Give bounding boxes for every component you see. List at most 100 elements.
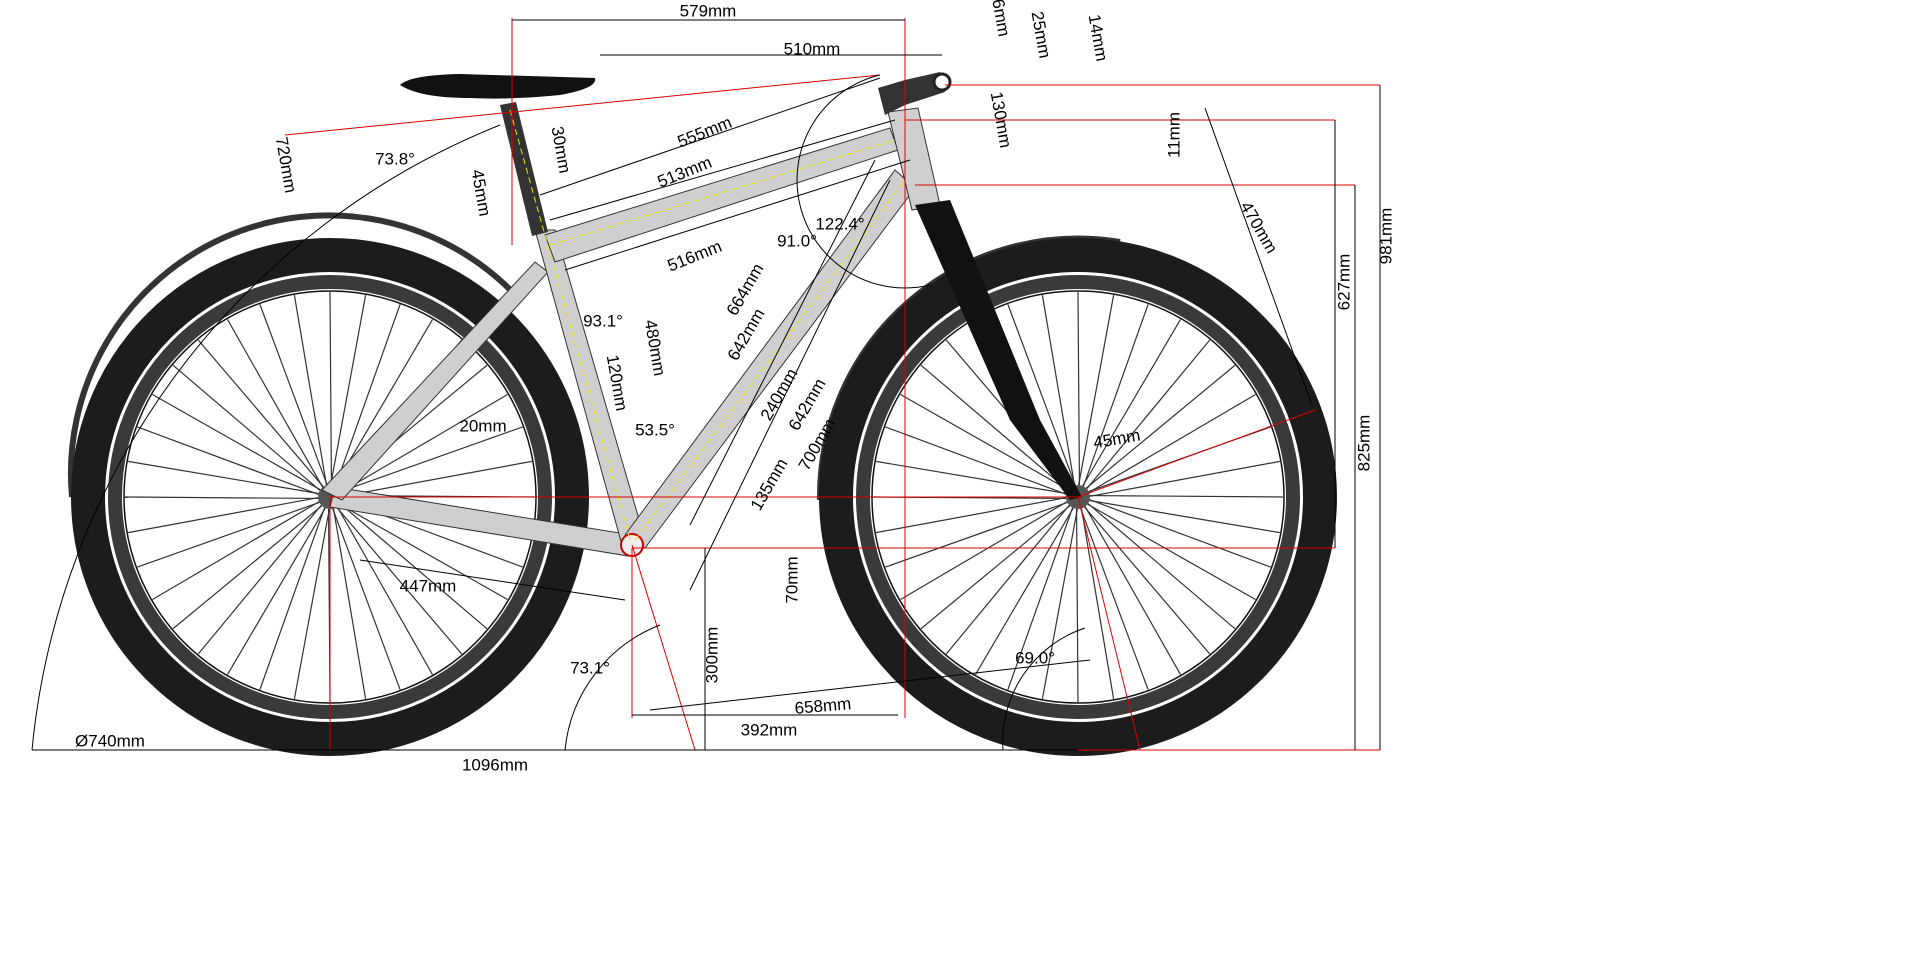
dimension-label: 73.8° — [375, 149, 415, 168]
spoke — [1041, 508, 1078, 699]
spoke — [339, 503, 488, 630]
dimension-label: 135mm — [747, 455, 792, 514]
spoke — [339, 503, 508, 601]
dimension-label: 122.4° — [815, 214, 864, 233]
spoke — [885, 426, 1067, 495]
dimension-label: 1096mm — [462, 755, 528, 774]
spoke — [1007, 304, 1076, 486]
spoke — [945, 504, 1070, 655]
dimension-label: 70mm — [782, 556, 801, 603]
spoke — [124, 496, 319, 500]
spoke — [920, 505, 1071, 630]
spoke — [172, 505, 323, 630]
dimension-label: 93.1° — [583, 311, 623, 330]
dimension-label: 579mm — [680, 1, 737, 20]
dimension-label: 447mm — [400, 576, 457, 595]
spoke — [900, 393, 1069, 491]
spoke — [1077, 291, 1081, 486]
spoke — [293, 295, 328, 486]
spoke — [341, 460, 532, 497]
dimension-label: 45mm — [468, 168, 495, 218]
rear-fender — [67, 212, 523, 498]
spoke — [128, 460, 319, 495]
spoke — [1089, 499, 1271, 568]
spoke — [1089, 494, 1284, 498]
dimension-label: 658mm — [794, 694, 852, 718]
spoke — [172, 364, 321, 491]
spoke — [1088, 393, 1256, 493]
spoke — [332, 508, 367, 699]
dimension-label: 11mm — [1164, 112, 1183, 158]
dimension-label: 627mm — [1334, 254, 1353, 311]
fork — [915, 200, 1082, 500]
spoke — [1041, 295, 1076, 486]
spoke — [340, 393, 508, 493]
dimension-label: 73.1° — [570, 658, 610, 677]
dimension-label: 720mm — [272, 135, 301, 194]
spoke — [197, 504, 322, 655]
spoke — [920, 364, 1069, 491]
spoke — [876, 497, 1067, 534]
spoke — [226, 507, 326, 675]
dimension-label: 510mm — [784, 39, 841, 58]
spoke — [336, 506, 463, 655]
spoke — [1087, 503, 1236, 630]
dimension-label: 53.5° — [635, 420, 675, 439]
dimension-label: Ø740mm — [75, 731, 145, 750]
frame — [321, 72, 1082, 557]
spoke — [1087, 503, 1256, 601]
dimension-label: 69.0° — [1015, 648, 1055, 667]
spoke — [1080, 508, 1115, 699]
spoke — [1084, 506, 1182, 675]
spoke — [1082, 319, 1182, 487]
spoke — [137, 426, 319, 495]
dimension-lines — [31, 19, 1381, 751]
dimension-label: 664mm — [723, 260, 768, 319]
dimension-label: 6mm — [988, 0, 1013, 38]
dimension-label: 120mm — [603, 353, 632, 412]
dimension-label: 470mm — [1236, 198, 1281, 257]
dimension-label: 392mm — [741, 720, 798, 739]
spoke — [1089, 499, 1280, 534]
spoke — [974, 507, 1074, 675]
spoke — [152, 501, 320, 601]
spoke — [259, 507, 326, 690]
spoke — [1089, 460, 1280, 497]
spoke — [1086, 339, 1211, 490]
spoke — [334, 304, 401, 487]
dimension-label: 981mm — [1376, 208, 1395, 265]
spoke — [876, 460, 1067, 495]
dimension-label: 14mm — [1085, 13, 1112, 63]
spoke — [1075, 508, 1079, 703]
spoke — [340, 426, 523, 493]
dimension-label: 516mm — [665, 237, 725, 276]
spoke — [1080, 508, 1149, 690]
spoke — [137, 501, 320, 568]
dimension-label: 30mm — [548, 125, 575, 175]
spoke — [330, 295, 367, 486]
seatpost — [500, 102, 548, 236]
dimension-label: 20mm — [459, 416, 506, 435]
spoke — [336, 506, 434, 675]
dimension-label: 480mm — [641, 318, 670, 377]
spoke — [1082, 304, 1149, 487]
spoke — [152, 393, 321, 491]
spoke — [128, 497, 319, 534]
dimension-label: 25mm — [1028, 10, 1055, 60]
spoke — [259, 304, 328, 486]
dimension-label: 555mm — [675, 113, 735, 152]
spoke — [197, 339, 324, 488]
spoke — [226, 319, 324, 488]
spoke — [1007, 507, 1074, 690]
spoke — [1078, 295, 1115, 486]
stem — [878, 72, 945, 115]
dimension-label: 91.0° — [777, 231, 817, 250]
dimension-label: 300mm — [702, 627, 721, 684]
spoke — [900, 501, 1068, 601]
spoke — [293, 508, 330, 699]
spoke — [1084, 506, 1211, 655]
handlebar-clamp — [932, 72, 952, 92]
dimension-label: 825mm — [1354, 415, 1373, 472]
spoke — [885, 501, 1068, 568]
